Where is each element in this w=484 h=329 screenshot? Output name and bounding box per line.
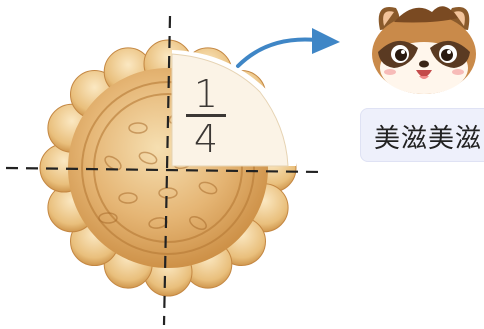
fraction-denominator: 4 bbox=[194, 119, 218, 159]
speech-text: 美滋美滋 bbox=[374, 118, 482, 155]
curved-arrow-icon bbox=[238, 28, 340, 66]
raccoon-mascot-icon bbox=[372, 6, 476, 94]
fraction-numerator: 1 bbox=[194, 74, 218, 114]
fraction-one-quarter: 1 4 bbox=[180, 74, 232, 164]
speech-bubble: 美滋美滋 bbox=[360, 108, 484, 162]
